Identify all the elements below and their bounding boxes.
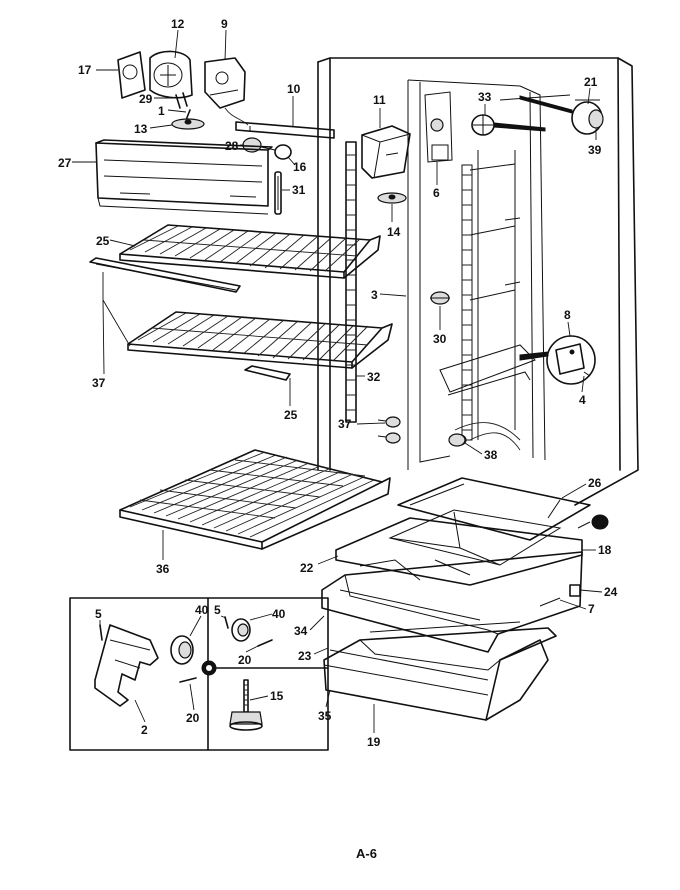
callout-39: 39	[588, 143, 602, 157]
light-bulb	[430, 291, 466, 447]
glass-shelf-front-trim	[89, 257, 241, 293]
condenser-fan-blade	[377, 192, 407, 204]
callout-18: 18	[598, 543, 612, 557]
shelf-support-fasteners	[377, 416, 401, 444]
callout-1: 1	[158, 104, 165, 118]
callout-14: 14	[387, 225, 401, 239]
callout-33: 33	[478, 90, 492, 104]
evaporator-cover-bracket	[235, 121, 335, 139]
leader-lines	[72, 29, 603, 733]
callout-26: 26	[588, 476, 602, 490]
callout-40-inset-right: 40	[272, 607, 286, 621]
callout-8: 8	[564, 308, 571, 322]
middle-wire-shelf	[127, 311, 393, 369]
callout-28: 28	[225, 139, 239, 153]
callout-36: 36	[156, 562, 170, 576]
callout-32: 32	[367, 370, 381, 384]
callout-17: 17	[78, 63, 92, 77]
callout-9: 9	[221, 17, 228, 31]
callout-37-right: 37	[338, 417, 352, 431]
crisper-cover-wire-shelf	[119, 449, 391, 550]
callout-4: 4	[579, 393, 586, 407]
crisper-pan-lower	[323, 621, 557, 721]
fan-motor-assembly	[117, 50, 249, 130]
callout-20-inset-left: 20	[186, 711, 200, 725]
callout-40-inset-left: 40	[195, 603, 209, 617]
callout-31: 31	[292, 183, 306, 197]
callout-5-inset-right: 5	[214, 603, 221, 617]
cam-bracket-detail	[519, 335, 596, 385]
callout-37-left: 37	[92, 376, 106, 390]
callout-22: 22	[300, 561, 314, 575]
control-panel	[95, 139, 282, 215]
callout-5-inset-left: 5	[95, 607, 102, 621]
callout-10: 10	[287, 82, 301, 96]
callout-3: 3	[371, 288, 378, 302]
callout-12: 12	[171, 17, 185, 31]
thermostat-knob	[519, 95, 604, 135]
callout-labels: 12 9 17 29 1 13 10 11 33 21 39 28 16 27 …	[58, 17, 618, 749]
callout-7: 7	[588, 602, 595, 616]
callout-19: 19	[367, 735, 381, 749]
callout-24: 24	[604, 585, 618, 599]
callout-35: 35	[318, 709, 332, 723]
callout-29: 29	[139, 92, 153, 106]
callout-25-lower: 25	[284, 408, 298, 422]
callout-11: 11	[373, 93, 386, 107]
detail-inset	[69, 597, 329, 751]
shelf-ladder-rail	[345, 141, 357, 423]
upper-wire-shelf	[119, 224, 381, 279]
crisper-pan-upper	[321, 551, 583, 653]
callout-38: 38	[484, 448, 498, 462]
callout-21: 21	[584, 75, 598, 89]
crisper-cover-glass	[335, 477, 609, 586]
callout-25-upper: 25	[96, 234, 110, 248]
callout-34: 34	[294, 624, 308, 638]
callout-27: 27	[58, 156, 72, 170]
middle-shelf-trim	[244, 365, 291, 381]
refrigerator-cabinet	[317, 57, 639, 506]
callout-20-inset-right: 20	[238, 653, 252, 667]
damper-control	[471, 114, 546, 136]
callout-2: 2	[141, 723, 148, 737]
callout-16: 16	[293, 160, 307, 174]
callout-30: 30	[433, 332, 447, 346]
callout-23: 23	[298, 649, 312, 663]
control-box	[361, 125, 411, 179]
page-number: A-6	[356, 846, 377, 861]
callout-15: 15	[270, 689, 284, 703]
callout-13: 13	[134, 122, 148, 136]
callout-6: 6	[433, 186, 440, 200]
